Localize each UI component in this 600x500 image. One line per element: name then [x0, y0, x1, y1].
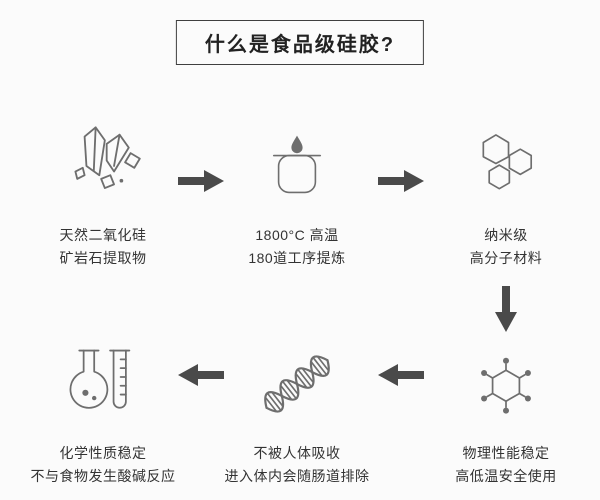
flow-arrow-right-icon	[378, 170, 424, 192]
crystal-mineral-icon	[13, 118, 193, 214]
hexagon-cells-icon	[416, 118, 596, 214]
step-label-line2: 180道工序提炼	[248, 250, 346, 266]
flow-arrow-left-icon	[178, 364, 224, 386]
step-label-line1: 1800°C 高温	[255, 227, 339, 243]
step-label-line2: 高低温安全使用	[455, 468, 557, 484]
step-raw-material: 天然二氧化硅 矿岩石提取物	[13, 118, 193, 270]
step-high-temp-refining: 1800°C 高温 180道工序提炼	[207, 118, 387, 270]
step-label-line1: 化学性质稳定	[59, 445, 147, 461]
step-label-line2: 高分子材料	[469, 250, 543, 266]
step-chemical-stability: 化学性质稳定 不与食物发生酸碱反应	[13, 336, 193, 488]
step-label-line1: 天然二氧化硅	[59, 227, 147, 243]
step-not-absorbed: 不被人体吸收 进入体内会随肠道排除	[207, 336, 387, 488]
page-title: 什么是食品级硅胶?	[175, 20, 425, 65]
step-nano-material: 纳米级 高分子材料	[416, 118, 596, 270]
melting-pot-icon	[207, 118, 387, 214]
step-label-line2: 矿岩石提取物	[59, 250, 147, 266]
flask-tube-icon	[13, 336, 193, 432]
step-label-line1: 不被人体吸收	[253, 445, 341, 461]
step-physical-stability: 物理性能稳定 高低温安全使用	[416, 336, 596, 488]
dna-icon	[207, 336, 387, 432]
step-label-line2: 不与食物发生酸碱反应	[30, 468, 176, 484]
step-label-line1: 纳米级	[484, 227, 528, 243]
step-label-line1: 物理性能稳定	[462, 445, 550, 461]
flow-arrow-right-icon	[178, 170, 224, 192]
flow-arrow-down-icon	[495, 286, 517, 332]
flow-arrow-left-icon	[378, 364, 424, 386]
step-label-line2: 进入体内会随肠道排除	[224, 468, 370, 484]
molecule-icon	[416, 336, 596, 432]
